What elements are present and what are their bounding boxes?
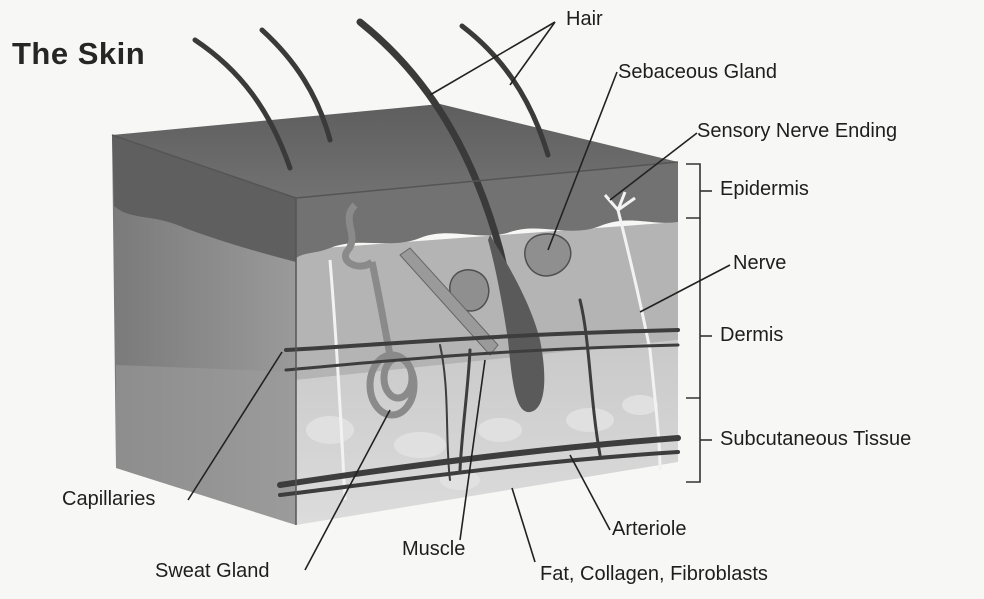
label-sensory-nerve-ending: Sensory Nerve Ending: [697, 120, 897, 143]
label-sebaceous-gland: Sebaceous Gland: [618, 61, 777, 84]
label-nerve: Nerve: [733, 252, 786, 275]
label-sweat-gland: Sweat Gland: [155, 560, 270, 583]
layer-bracket: [686, 164, 712, 482]
label-subcutaneous-tissue: Subcutaneous Tissue: [720, 428, 911, 451]
label-muscle: Muscle: [402, 538, 465, 561]
label-epidermis: Epidermis: [720, 178, 809, 201]
label-hair: Hair: [566, 8, 603, 31]
label-arteriole: Arteriole: [612, 518, 686, 541]
diagram-title: The Skin: [12, 36, 145, 72]
label-capillaries: Capillaries: [62, 488, 155, 511]
label-dermis: Dermis: [720, 324, 783, 347]
label-fat-collagen-fibroblasts: Fat, Collagen, Fibroblasts: [540, 563, 768, 586]
